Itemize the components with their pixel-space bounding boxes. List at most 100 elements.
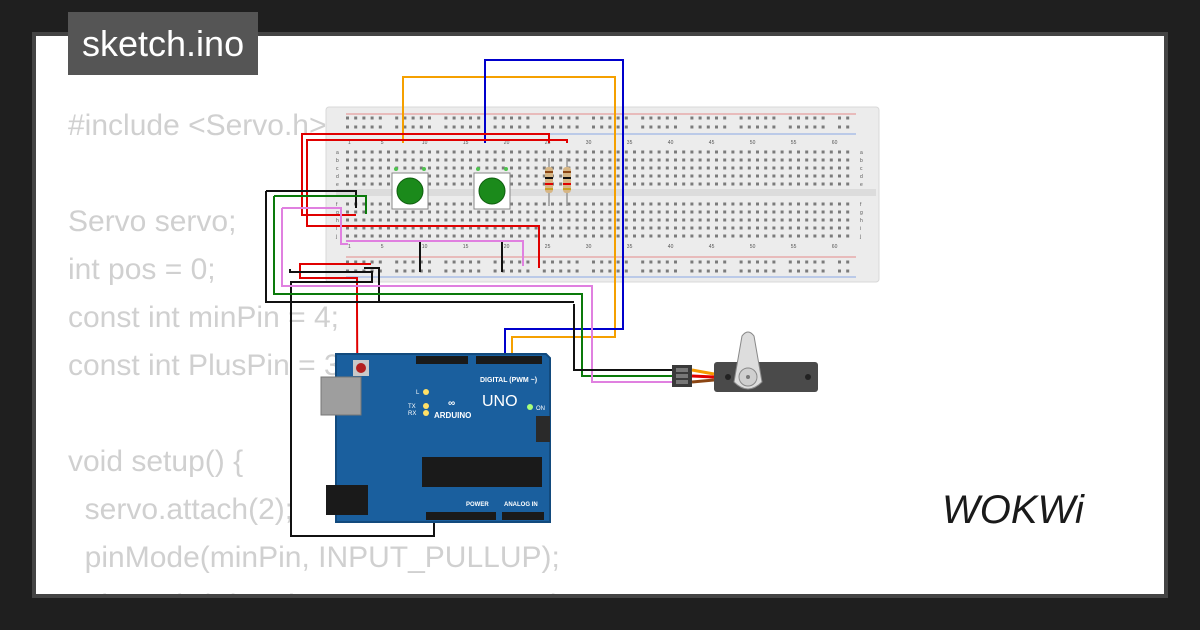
wire-black-2: [289, 269, 435, 537]
wire-pink: [281, 208, 672, 383]
breadboard-column-number: 40: [668, 140, 674, 146]
rx-label: RX: [408, 411, 416, 417]
breadboard-row-letter: h: [860, 218, 863, 224]
breadboard-row-letter: c: [336, 166, 339, 172]
servo-motor[interactable]: [672, 331, 818, 392]
breadboard-column-number: 35: [627, 244, 633, 250]
pushbutton-1[interactable]: [391, 167, 429, 210]
wire-orange: [402, 76, 616, 364]
tx-label: TX: [408, 404, 416, 410]
breadboard-column-number: 55: [791, 244, 797, 250]
breadboard-column-number: 60: [832, 244, 838, 250]
circuit-diagram: 1155101015152020252530303535404045455050…: [265, 59, 880, 537]
breadboard-column-number: 10: [422, 140, 428, 146]
code-line: const int PlusPin = 3;: [68, 349, 349, 382]
breadboard-row-letter: b: [336, 158, 339, 164]
code-background: #include <Servo.h> Servo servo; int pos = …: [68, 102, 570, 594]
breadboard-row-letter: g: [336, 210, 339, 216]
breadboard-column-number: 1: [348, 244, 351, 250]
wire-black-servo: [573, 304, 672, 371]
arduino-uno-board: ∞ ARDUINO UNO DIGITAL (PWM ~) POWER ANAL…: [320, 353, 551, 523]
wire-red-1: [301, 133, 550, 216]
digital-header: [476, 356, 542, 364]
reset-button: [356, 363, 366, 373]
breadboard-column-number: 55: [791, 140, 797, 146]
breadboard-row-letter: f: [860, 202, 862, 208]
breadboard-row-letter: j: [859, 234, 861, 240]
breadboard-column-number: 50: [750, 140, 756, 146]
breadboard-row-letter: a: [336, 150, 339, 156]
breadboard-column-number: 1: [348, 140, 351, 146]
power-header-label: POWER: [466, 502, 489, 508]
usb-port: [320, 376, 362, 416]
breadboard-row-letter: e: [860, 182, 863, 188]
power-jack: [326, 485, 368, 515]
wire-red-2: [306, 139, 568, 268]
code-line: int pos = 0;: [68, 253, 216, 286]
breadboard-column-number: 5: [381, 140, 384, 146]
wokwi-logo: WOKWi: [940, 487, 1112, 538]
breadboard-row-letter: f: [336, 202, 338, 208]
breadboard-column-number: 30: [586, 140, 592, 146]
breadboard-column-number: 45: [709, 140, 715, 146]
breadboard-row-letter: i: [336, 226, 337, 232]
arduino-model-label: UNO: [482, 393, 518, 410]
file-title: sketch.ino: [82, 23, 245, 64]
breadboard-row-letter: e: [336, 182, 339, 188]
code-line: #include <Servo.h>: [68, 109, 327, 142]
analog-header-label: ANALOG IN: [504, 502, 538, 508]
breadboard-column-number: 25: [545, 244, 551, 250]
breadboard-column-number: 25: [545, 140, 551, 146]
code-line: servo.attach(2);: [68, 493, 294, 526]
code-line: Servo servo;: [68, 205, 237, 238]
wires: [265, 59, 672, 537]
resistor-1: [545, 158, 553, 206]
wire-black-5: [266, 190, 357, 208]
breadboard-column-number: 60: [832, 140, 838, 146]
breadboard-column-number: 20: [504, 244, 510, 250]
file-title-badge: sketch.ino: [68, 12, 259, 75]
breadboard-row-letter: c: [860, 166, 863, 172]
pushbutton-2[interactable]: [473, 167, 511, 210]
breadboard-column-number: 50: [750, 244, 756, 250]
breadboard-column-number: 40: [668, 244, 674, 250]
preview-card: #include <Servo.h> Servo servo; int pos = …: [36, 36, 1164, 594]
breadboard-row-letter: a: [860, 150, 863, 156]
breadboard-row-letter: i: [860, 226, 861, 232]
wire-green-2: [274, 195, 367, 214]
code-line: pinMode(PlusPin, INPUT_PULLUP);: [68, 582, 570, 594]
power-header: [426, 512, 496, 520]
l-label: L: [416, 390, 420, 396]
code-line: const int minPin = 4;: [68, 301, 339, 334]
wire-blue: [484, 59, 624, 364]
code-line: void setup() {: [68, 445, 244, 478]
arduino-logo-infinity: ∞: [448, 398, 455, 409]
breadboard-row-letter: d: [860, 174, 863, 180]
breadboard-column-number: 15: [463, 244, 469, 250]
breadboard-row-letter: d: [336, 174, 339, 180]
breadboard-column-number: 10: [422, 244, 428, 250]
breadboard-column-number: 5: [381, 244, 384, 250]
wire-red-3: [299, 263, 371, 517]
wire-pink-2: [282, 207, 348, 245]
breadboard-row-letter: g: [860, 210, 863, 216]
digital-header-label: DIGITAL (PWM ~): [480, 377, 537, 384]
on-label: ON: [536, 406, 545, 412]
wokwi-logo-text: WOKWi: [942, 488, 1085, 532]
breadboard: 1155101015152020252530303535404045455050…: [325, 106, 880, 283]
breadboard-column-number: 20: [504, 140, 510, 146]
breadboard-column-numbers: 1155101015152020252530303535404045455050…: [348, 140, 838, 250]
breadboard-column-number: 15: [463, 140, 469, 146]
resistor-2: [563, 158, 571, 206]
code-line: pinMode(minPin, INPUT_PULLUP);: [68, 541, 560, 574]
arduino-brand-label: ARDUINO: [434, 411, 471, 420]
breadboard-row-letter: h: [336, 218, 339, 224]
breadboard-row-letter: j: [335, 234, 337, 240]
breadboard-row-letter: b: [860, 158, 863, 164]
wire-green: [273, 196, 672, 377]
breadboard-column-number: 35: [627, 140, 633, 146]
analog-header: [502, 512, 544, 520]
breadboard-column-number: 45: [709, 244, 715, 250]
atmega-chip: [422, 457, 542, 487]
